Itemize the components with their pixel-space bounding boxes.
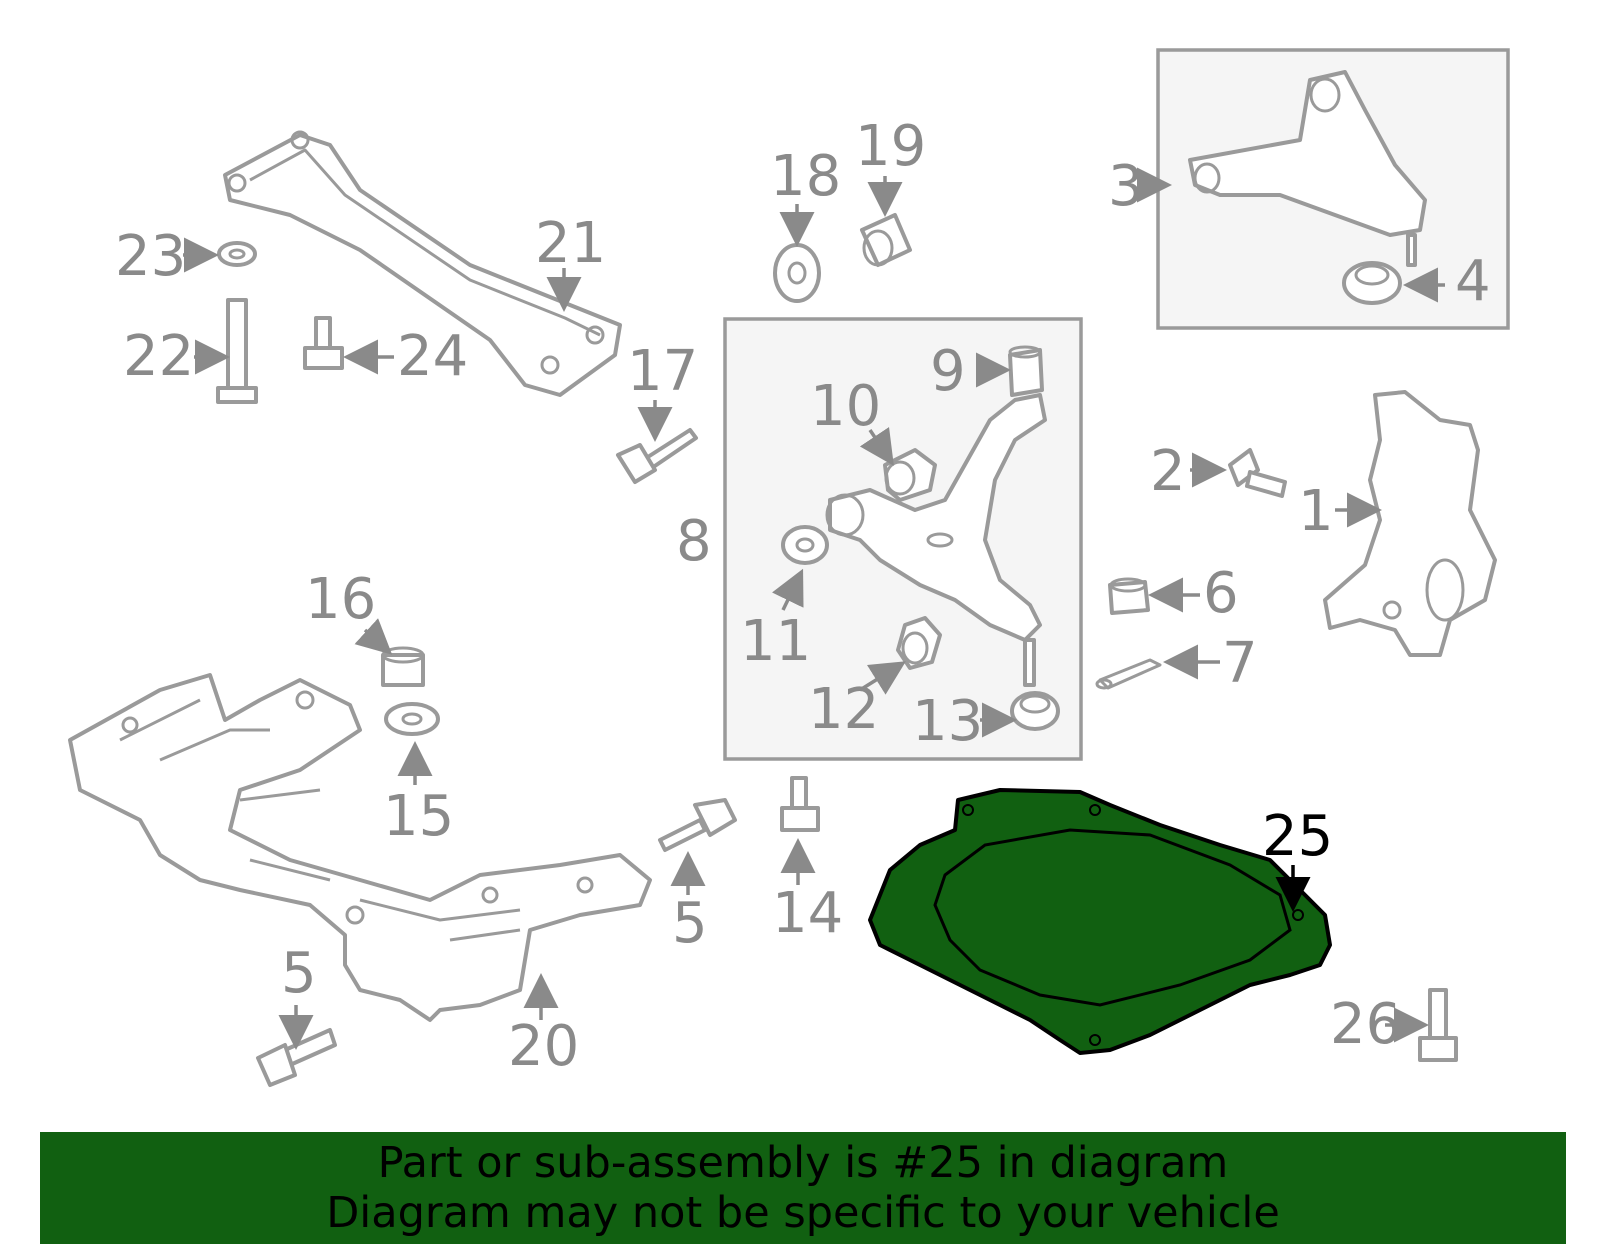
callout-9: 9 — [930, 339, 966, 404]
callout-23: 23 — [115, 224, 186, 289]
part-26-bolt[interactable] — [1418, 988, 1458, 1062]
callout-7: 7 — [1222, 631, 1258, 696]
part-11-washer[interactable] — [781, 525, 829, 565]
part-23-washer[interactable] — [217, 241, 257, 267]
part-10-bushing[interactable] — [883, 448, 937, 502]
part-5-bolt-center[interactable] — [658, 798, 737, 852]
banner-line-1: Part or sub-assembly is #25 in diagram — [377, 1138, 1229, 1188]
callout-11: 11 — [740, 609, 811, 674]
part-15-washer[interactable] — [384, 702, 440, 736]
banner-line-2: Diagram may not be specific to your vehi… — [326, 1188, 1280, 1238]
callout-13: 13 — [912, 689, 983, 754]
part-12-bushing[interactable] — [896, 616, 942, 670]
callout-20: 20 — [508, 1014, 579, 1079]
part-1-steering-knuckle[interactable] — [1323, 390, 1497, 657]
callout-17: 17 — [627, 339, 698, 404]
part-20-front-subframe[interactable] — [68, 673, 652, 1022]
callout-22: 22 — [123, 324, 194, 389]
part-14-bolt[interactable] — [780, 776, 820, 832]
part-6-nut[interactable] — [1108, 577, 1150, 615]
leader-arrows — [183, 167, 1445, 1050]
callout-5-lower-left: 5 — [281, 941, 317, 1006]
callout-26: 26 — [1330, 992, 1401, 1057]
callout-19: 19 — [855, 114, 926, 179]
callout-3: 3 — [1108, 154, 1144, 219]
part-13-ball-joint-boot[interactable] — [1010, 691, 1060, 731]
part-19-bushing[interactable] — [860, 213, 912, 267]
part-21-crossmember[interactable] — [223, 130, 622, 397]
part-7-cotter-pin[interactable] — [1095, 658, 1162, 690]
callout-14: 14 — [772, 881, 843, 946]
part-17-bolt[interactable] — [616, 428, 698, 484]
callout-21: 21 — [535, 211, 606, 276]
callout-12: 12 — [808, 677, 879, 742]
part-25-splash-shield[interactable] — [868, 788, 1332, 1055]
callout-2: 2 — [1150, 439, 1186, 504]
part-22-bolt[interactable] — [216, 298, 258, 404]
callout-5-center: 5 — [672, 891, 708, 956]
callout-4: 4 — [1455, 249, 1491, 314]
part-16-nut[interactable] — [381, 646, 425, 687]
part-18-washer[interactable] — [773, 243, 821, 303]
part-24-bolt[interactable] — [303, 316, 344, 370]
callout-24: 24 — [397, 324, 468, 389]
callout-25: 25 — [1262, 804, 1333, 869]
part-4-ball-joint-boot[interactable] — [1342, 261, 1402, 305]
callout-15: 15 — [383, 784, 454, 849]
part-8-lower-control-arm[interactable] — [825, 393, 1047, 687]
callout-8: 8 — [676, 509, 712, 574]
part-2-bolt[interactable] — [1228, 448, 1287, 498]
callout-10: 10 — [810, 374, 881, 439]
callout-18: 18 — [770, 144, 841, 209]
callout-6: 6 — [1203, 561, 1239, 626]
callout-16: 16 — [305, 567, 376, 632]
callout-labels: 1 2 3 4 5 5 6 7 8 9 10 11 12 13 14 15 16… — [115, 114, 1491, 1079]
part-info-banner: Part or sub-assembly is #25 in diagram D… — [40, 1132, 1566, 1244]
part-9-bushing[interactable] — [1008, 345, 1044, 397]
callout-1: 1 — [1298, 479, 1334, 544]
part-3-upper-control-arm[interactable] — [1188, 70, 1427, 267]
